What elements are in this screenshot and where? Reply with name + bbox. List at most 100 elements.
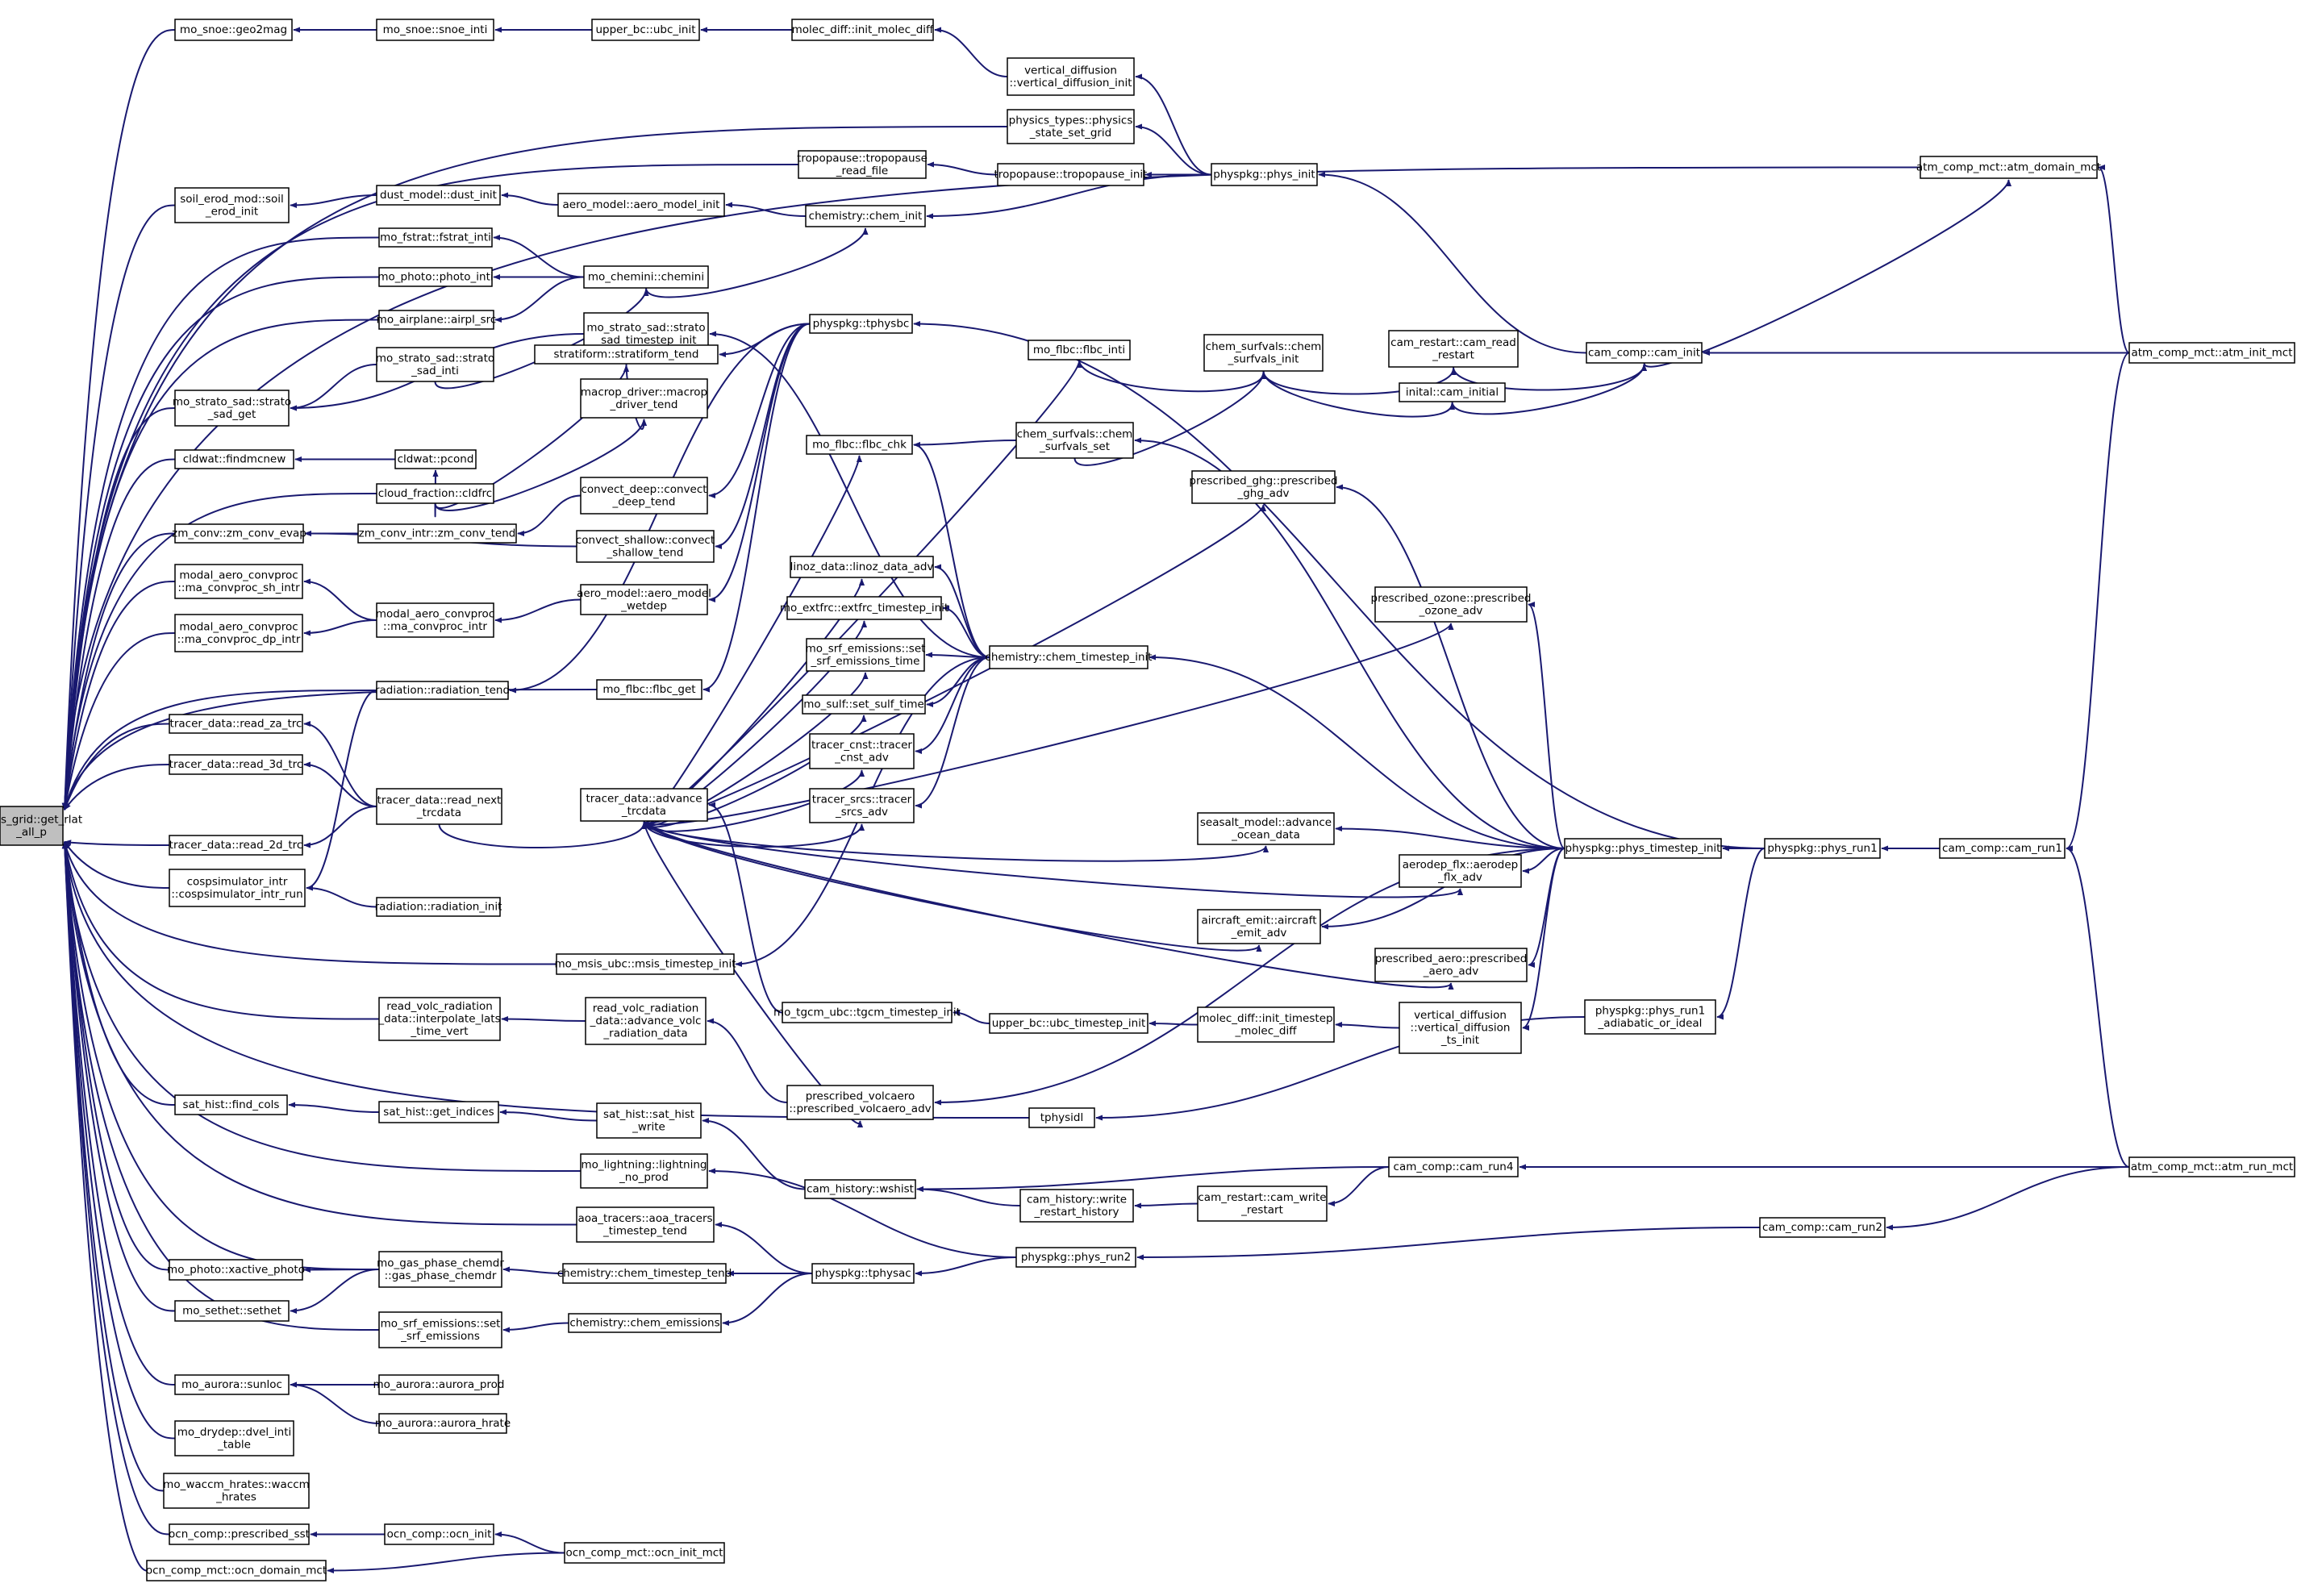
function-node[interactable]: mo_tgcm_ubc::tgcm_timestep_init [773, 1002, 961, 1023]
function-node[interactable]: tracer_data::read_3d_trc [169, 754, 303, 775]
function-node[interactable]: soil_erod_mod::soil_erod_init [174, 187, 290, 223]
function-node[interactable]: ocn_comp::prescribed_sst [169, 1523, 310, 1545]
function-node[interactable]: cam_comp::cam_init [1586, 342, 1703, 364]
function-node[interactable]: mo_gas_phase_chemdr::gas_phase_chemdr [377, 1251, 504, 1288]
function-node[interactable]: mo_snoe::geo2mag [174, 19, 293, 41]
function-node[interactable]: mo_msis_ubc::msis_timestep_init [554, 953, 736, 975]
function-node[interactable]: modal_aero_convproc::ma_convproc_intr [376, 602, 494, 638]
function-node[interactable]: mo_srf_emissions::set_srf_emissions_time [806, 638, 926, 672]
function-node[interactable]: mo_drydep::dvel_inti_table [174, 1420, 294, 1456]
function-node[interactable]: stratiform::stratiform_tend [534, 344, 719, 365]
function-node[interactable]: radiation::radiation_init [375, 897, 502, 917]
function-node[interactable]: physpkg::phys_run2 [1015, 1247, 1136, 1268]
function-node[interactable]: chem_surfvals::chem_surfvals_set [1015, 422, 1134, 459]
function-node[interactable]: physics_types::physics_state_set_grid [1007, 109, 1135, 144]
function-node[interactable]: chemistry::chem_timestep_tend [557, 1263, 732, 1284]
function-node[interactable]: ocn_comp::ocn_init [384, 1523, 494, 1545]
function-node[interactable]: tracer_data::advance_trcdata [580, 788, 708, 822]
function-node[interactable]: tropopause::tropopause_read_file [797, 150, 928, 179]
function-node[interactable]: upper_bc::ubc_init [591, 19, 700, 41]
function-node[interactable]: zm_conv::zm_conv_evap [172, 523, 306, 544]
function-node[interactable]: mo_lightning::lightning_no_prod [580, 1153, 708, 1189]
function-node[interactable]: tracer_data::read_za_trc [169, 714, 303, 734]
function-node[interactable]: cldwat::pcond [394, 449, 477, 469]
function-node[interactable]: vertical_diffusion::vertical_diffusion_i… [1007, 57, 1135, 96]
function-node[interactable]: physpkg::phys_timestep_init [1564, 838, 1722, 859]
function-node[interactable]: modal_aero_convproc::ma_convproc_dp_intr [174, 614, 303, 652]
function-node[interactable]: cospsimulator_intr::cospsimulator_intr_r… [169, 869, 306, 907]
function-node[interactable]: cam_comp::cam_run1 [1939, 838, 2066, 859]
function-node[interactable]: vertical_diffusion::vertical_diffusion_t… [1399, 1002, 1522, 1054]
function-node[interactable]: mo_aurora::aurora_prod [373, 1374, 505, 1395]
function-node[interactable]: mo_chemini::chemini [583, 265, 709, 289]
function-node[interactable]: chemistry::chem_timestep_init [985, 645, 1153, 669]
function-node[interactable]: mo_snoe::snoe_inti [376, 19, 494, 41]
function-node[interactable]: chemistry::chem_init [805, 205, 926, 227]
function-node[interactable]: physpkg::phys_run1 [1764, 838, 1881, 859]
function-node[interactable]: inital::cam_initial [1399, 382, 1506, 402]
function-node[interactable]: cam_history::write_restart_history [1019, 1189, 1134, 1223]
function-node[interactable]: physpkg::phys_run1_adiabatic_or_ideal [1584, 999, 1716, 1035]
function-node[interactable]: mo_srf_emissions::set_srf_emissions [378, 1311, 502, 1348]
function-node[interactable]: mo_aurora::aurora_hrate [375, 1413, 511, 1434]
function-node[interactable]: tracer_cnst::tracer_cnst_adv [809, 733, 915, 769]
function-node[interactable]: physpkg::phys_init [1211, 163, 1318, 186]
function-node[interactable]: atm_comp_mct::atm_run_mct [2128, 1156, 2295, 1177]
function-node[interactable]: physpkg::tphysbc [809, 314, 913, 334]
function-node[interactable]: read_volc_radiation_data::advance_volc_r… [585, 997, 707, 1045]
function-node[interactable]: aerodep_flx::aerodep_flx_adv [1399, 854, 1522, 888]
function-node[interactable]: prescribed_ghg::prescribed_ghg_adv [1189, 470, 1338, 504]
function-node[interactable]: prescribed_ozone::prescribed_ozone_adv [1371, 586, 1532, 623]
function-node[interactable]: linoz_data::linoz_data_adv [790, 556, 934, 578]
function-node[interactable]: molec_diff::init_timestep_molec_diff [1197, 1006, 1335, 1043]
function-node[interactable]: mo_extfrc::extfrc_timestep_init [780, 596, 948, 620]
function-node[interactable]: cam_restart::cam_read_restart [1388, 330, 1519, 368]
function-node[interactable]: cam_comp::cam_run2 [1759, 1217, 1886, 1238]
function-node[interactable]: cldwat::findmcnew [174, 449, 294, 469]
function-node[interactable]: tphysidl [1028, 1107, 1095, 1128]
function-node[interactable]: tracer_srcs::tracer_srcs_adv [809, 788, 915, 823]
function-node[interactable]: mo_waccm_hrates::waccm_hrates [163, 1473, 310, 1509]
function-node[interactable]: dust_model::dust_init [376, 185, 501, 206]
function-node[interactable]: ocn_comp_mct::ocn_domain_mct [146, 1560, 327, 1581]
function-node[interactable]: cloud_fraction::cldfrc [376, 483, 494, 504]
function-node[interactable]: mo_flbc::flbc_inti [1028, 340, 1131, 360]
function-node[interactable]: tracer_data::read_2d_trc [169, 835, 303, 856]
function-node[interactable]: radiation::radiation_tend [375, 681, 510, 700]
function-node[interactable]: mo_strato_sad::strato_sad_get [173, 390, 291, 427]
function-node[interactable]: molec_diff::init_molec_diff [791, 19, 934, 41]
function-node[interactable]: mo_photo::photo_inti [377, 267, 494, 287]
function-node[interactable]: zm_conv_intr::zm_conv_tend [357, 523, 517, 544]
function-node[interactable]: sat_hist::find_cols [174, 1094, 288, 1115]
function-node[interactable]: aero_model::aero_model_wetdep [577, 584, 711, 615]
function-node[interactable]: sat_hist::sat_hist_write [596, 1102, 702, 1139]
function-node[interactable]: convect_deep::convect_deep_tend [580, 477, 708, 515]
function-node[interactable]: aero_model::aero_model_init [557, 193, 725, 217]
root-node[interactable]: phys_grid::get_rlat_all_p [0, 806, 82, 846]
function-node[interactable]: tracer_data::read_next_trcdata [376, 788, 502, 825]
function-node[interactable]: atm_comp_mct::atm_domain_mct [1916, 156, 2101, 179]
function-node[interactable]: cam_comp::cam_run4 [1388, 1156, 1519, 1177]
function-node[interactable]: chem_surfvals::chem_surfvals_init [1203, 334, 1324, 372]
function-node[interactable]: mo_sethet::sethet [174, 1300, 290, 1322]
function-node[interactable]: aoa_tracers::aoa_tracers_timestep_tend [576, 1206, 715, 1243]
function-node[interactable]: chemistry::chem_emissions [568, 1313, 722, 1333]
function-node[interactable]: read_volc_radiation_data::interpolate_la… [377, 997, 501, 1041]
function-node[interactable]: mo_fstrat::fstrat_inti [378, 227, 493, 248]
function-node[interactable]: mo_airplane::airpl_src [377, 310, 497, 330]
function-node[interactable]: prescribed_aero::prescribed_aero_adv [1374, 948, 1528, 982]
function-node[interactable]: mo_flbc::flbc_get [596, 679, 702, 700]
function-node[interactable]: tropopause::tropopause_init [994, 163, 1148, 186]
function-node[interactable]: seasalt_model::advance_ocean_data [1197, 812, 1335, 845]
function-node[interactable]: prescribed_volcaero::prescribed_volcaero… [786, 1085, 934, 1120]
function-node[interactable]: macrop_driver::macrop_driver_tend [580, 378, 708, 419]
function-node[interactable]: mo_flbc::flbc_chk [806, 435, 913, 455]
function-node[interactable]: mo_photo::xactive_photo [167, 1259, 305, 1281]
function-node[interactable]: ocn_comp_mct::ocn_init_mct [564, 1542, 725, 1564]
function-node[interactable]: mo_sulf::set_sulf_time [802, 694, 926, 715]
function-node[interactable]: convect_shallow::convect_shallow_tend [576, 530, 715, 563]
function-node[interactable]: cam_restart::cam_write_restart [1197, 1186, 1328, 1222]
function-node[interactable]: atm_comp_mct::atm_init_mct [2128, 342, 2295, 364]
function-node[interactable]: modal_aero_convproc::ma_convproc_sh_intr [174, 564, 303, 599]
function-node[interactable]: mo_aurora::sunloc [174, 1374, 290, 1395]
